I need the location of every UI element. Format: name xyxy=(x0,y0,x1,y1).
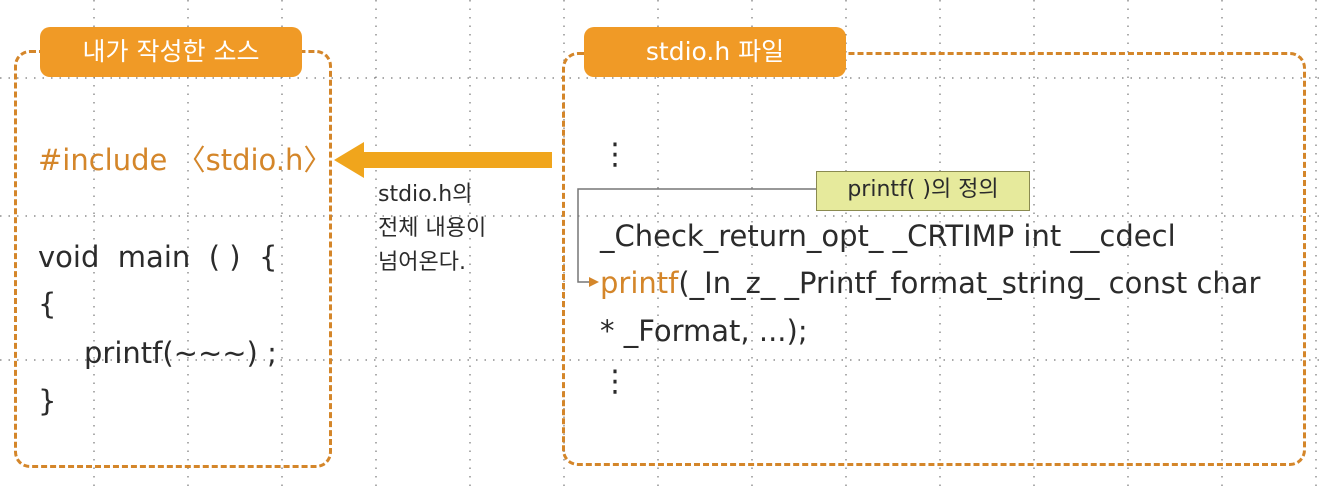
declaration-line-3: * _Format, ...); xyxy=(600,314,808,348)
declaration-line-2-rest: (_In_z_ _Printf_format_string_ const cha… xyxy=(678,266,1261,300)
left-arrow-icon xyxy=(334,142,552,178)
definition-connector-arrow xyxy=(577,188,817,287)
printf-function-name: printf xyxy=(600,266,679,300)
printf-definition-label: printf( )의 정의 xyxy=(816,171,1030,211)
ellipsis-top: ⋮ xyxy=(600,137,630,172)
stdio-file-panel xyxy=(562,52,1306,466)
declaration-line-1: _Check_return_opt_ _CRTIMP int __cdecl xyxy=(600,219,1176,253)
code-line-open-brace: { xyxy=(38,287,57,321)
stdio-file-title: stdio.h 파일 xyxy=(584,27,846,77)
source-code-title: 내가 작성한 소스 xyxy=(40,27,302,77)
arrow-note-line: 전체 내용이 xyxy=(378,216,487,241)
ellipsis-bottom: ⋮ xyxy=(600,364,630,399)
arrow-note-line: 넘어온다. xyxy=(378,250,466,275)
code-line-main: void main ( ) { xyxy=(38,240,278,274)
code-line-printf: printf(∼∼∼) ; xyxy=(84,336,277,370)
arrow-note-line: stdio.h의 xyxy=(378,182,473,207)
code-line-close-brace: } xyxy=(38,384,57,418)
include-directive: #include 〈stdio.h〉 xyxy=(38,143,333,177)
declaration-line-2: printf(_In_z_ _Printf_format_string_ con… xyxy=(600,265,1260,301)
